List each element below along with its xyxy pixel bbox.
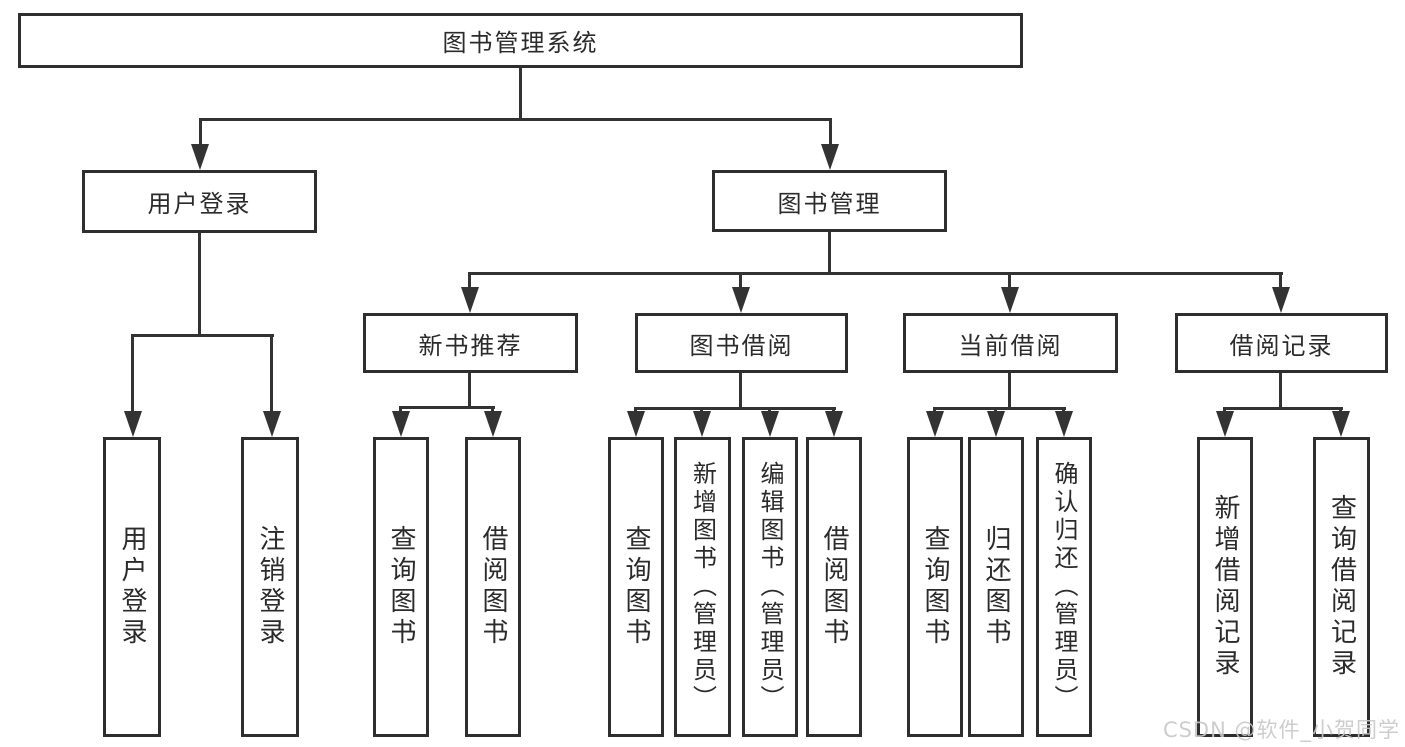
leaf-borrow-books-recommend: 借阅图书 — [465, 437, 521, 737]
leaf-user-login: 用户登录 — [103, 437, 161, 737]
node-user-login: 用户登录 — [82, 170, 317, 233]
edge-line — [634, 407, 637, 414]
edge-line — [1279, 272, 1282, 290]
node-book-management: 图书管理 — [712, 170, 947, 232]
node-label: 图书借阅 — [689, 331, 794, 360]
edge-line — [468, 272, 471, 290]
edge-arrowhead-icon — [191, 144, 209, 170]
node-current-borrowing: 当前借阅 — [903, 313, 1118, 373]
edge-arrowhead-icon — [1332, 411, 1350, 437]
node-label: 图书管理 — [777, 189, 882, 218]
edge-line — [1223, 407, 1226, 414]
node-label: 借阅图书 — [819, 525, 849, 649]
node-book-borrowing: 图书借阅 — [635, 313, 848, 373]
edge-arrowhead-icon — [987, 411, 1005, 437]
node-label: 查询借阅记录 — [1326, 494, 1357, 680]
edge-line — [198, 233, 201, 337]
node-label: 查询图书 — [621, 525, 651, 649]
edge-arrowhead-icon — [825, 411, 843, 437]
edge-arrowhead-icon — [263, 411, 281, 437]
leaf-confirm-return-admin: 确认归还（管理员） — [1036, 437, 1092, 737]
edge-arrowhead-icon — [926, 411, 944, 437]
edge-line — [470, 272, 1283, 275]
node-library-management-system: 图书管理系统 — [18, 13, 1023, 68]
edge-arrowhead-icon — [484, 411, 502, 437]
edge-line — [199, 118, 202, 146]
node-label: 借阅图书 — [478, 525, 508, 649]
node-label: 借阅记录 — [1229, 331, 1334, 360]
leaf-query-borrow-record: 查询借阅记录 — [1313, 437, 1370, 737]
leaf-query-books-borrowing: 查询图书 — [608, 437, 664, 737]
edge-line — [828, 232, 831, 275]
edge-line — [491, 406, 494, 414]
edge-line — [739, 373, 742, 410]
node-label: 图书管理系统 — [442, 29, 599, 57]
edge-arrowhead-icon — [1216, 411, 1234, 437]
node-new-book-recommendation: 新书推荐 — [363, 313, 578, 373]
edge-line — [739, 272, 742, 290]
edge-line — [933, 407, 936, 414]
edge-arrowhead-icon — [627, 411, 645, 437]
node-label: 确认归还（管理员） — [1050, 461, 1078, 713]
edge-arrowhead-icon — [732, 287, 750, 313]
edge-arrowhead-icon — [124, 411, 142, 437]
node-label: 编辑图书（管理员） — [756, 461, 784, 713]
node-label: 新增借阅记录 — [1210, 494, 1240, 680]
edge-line — [768, 407, 771, 414]
node-label: 查询图书 — [920, 525, 950, 649]
edge-line — [636, 407, 836, 410]
edge-arrowhead-icon — [693, 411, 711, 437]
edge-line — [199, 118, 832, 121]
edge-line — [1279, 373, 1282, 410]
leaf-edit-books-admin: 编辑图书（管理员） — [742, 437, 798, 737]
edge-line — [829, 118, 832, 146]
edge-line — [1339, 407, 1342, 414]
node-label: 新书推荐 — [418, 331, 523, 360]
node-label: 归还图书 — [981, 525, 1011, 649]
node-borrowing-records: 借阅记录 — [1175, 313, 1388, 373]
leaf-return-books: 归还图书 — [968, 437, 1024, 737]
edge-line — [401, 406, 495, 409]
edge-line — [131, 334, 134, 414]
edge-line — [519, 68, 522, 120]
edge-line — [1062, 407, 1065, 414]
leaf-add-borrow-record: 新增借阅记录 — [1197, 437, 1253, 737]
edge-line — [700, 407, 703, 414]
edge-line — [468, 373, 471, 409]
edge-line — [832, 407, 835, 414]
node-label: 新增图书（管理员） — [688, 461, 717, 713]
edge-line — [270, 334, 273, 414]
leaf-logout: 注销登录 — [241, 437, 299, 737]
edge-arrowhead-icon — [1055, 411, 1073, 437]
edge-arrowhead-icon — [761, 411, 779, 437]
node-label: 当前借阅 — [958, 331, 1063, 360]
leaf-query-books-current: 查询图书 — [907, 437, 963, 737]
edge-line — [1008, 373, 1011, 410]
edge-line — [133, 334, 274, 337]
node-label: 查询图书 — [386, 525, 416, 649]
edge-arrowhead-icon — [392, 411, 410, 437]
csdn-watermark: CSDN @软件_小贺同学 — [1162, 718, 1400, 742]
node-label: 用户登录 — [147, 190, 252, 218]
leaf-query-books-recommend: 查询图书 — [373, 437, 429, 737]
edge-arrowhead-icon — [461, 287, 479, 313]
edge-line — [935, 407, 1066, 410]
node-label: 注销登录 — [255, 525, 285, 649]
edge-arrowhead-icon — [821, 144, 839, 170]
edge-line — [994, 407, 997, 414]
node-label: 用户登录 — [117, 525, 147, 649]
edge-line — [399, 406, 402, 414]
edge-line — [1225, 407, 1343, 410]
edge-line — [1008, 272, 1011, 290]
edge-arrowhead-icon — [1272, 287, 1290, 313]
edge-arrowhead-icon — [1001, 287, 1019, 313]
leaf-add-books-admin: 新增图书（管理员） — [674, 437, 731, 737]
leaf-borrow-books-borrowing: 借阅图书 — [806, 437, 862, 737]
